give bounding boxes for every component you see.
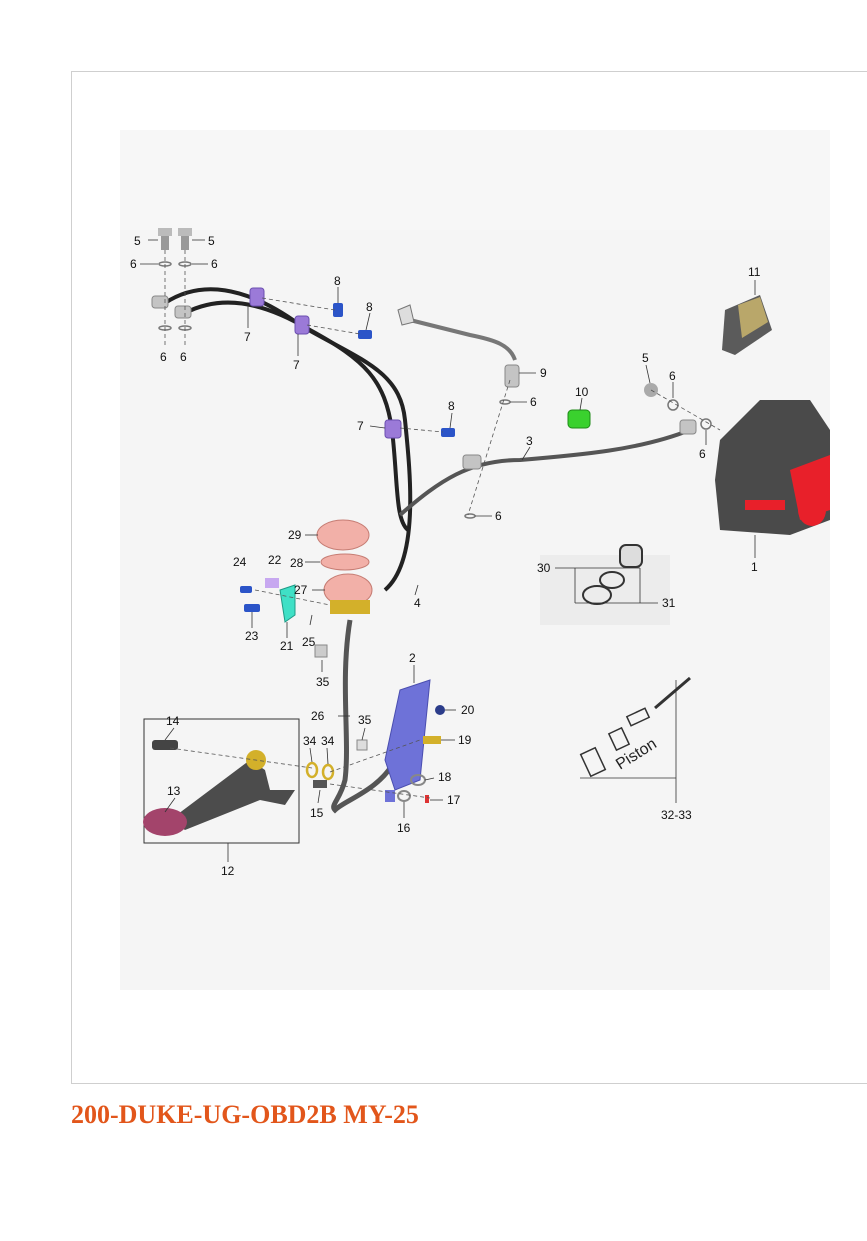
callout-6: 6 — [180, 350, 187, 364]
callout-34: 34 — [321, 734, 335, 748]
brake-hose-3 — [398, 428, 691, 517]
master-cylinder-2 — [384, 679, 431, 802]
callout-11: 11 — [748, 265, 761, 279]
callout-1: 1 — [751, 560, 758, 574]
screw-23 — [244, 604, 260, 612]
caliper-inset-panel — [540, 555, 670, 625]
caliper-seal-kit — [582, 544, 643, 605]
callout-6: 6 — [669, 369, 676, 383]
bolt-15 — [313, 780, 327, 788]
callout-5: 5 — [208, 234, 215, 248]
pad-spring-10 — [567, 409, 591, 429]
callout-8: 8 — [366, 300, 373, 314]
pivot-bolt-14 — [152, 740, 178, 750]
callout-7: 7 — [293, 358, 300, 372]
reservoir-bracket-21 — [279, 584, 296, 623]
brake-caliper-1 — [715, 400, 830, 535]
brake-pad-11 — [722, 295, 772, 355]
clamp-35 — [314, 644, 328, 658]
callout-6: 6 — [530, 395, 537, 409]
reservoir-cap-29 — [316, 519, 370, 551]
washer-16 — [397, 790, 411, 802]
callout-17: 17 — [447, 793, 461, 807]
callout-23: 23 — [245, 629, 259, 643]
banjo-fitting — [151, 295, 697, 470]
callouts: 1 2 3 4 5 5 5 6 6 6 6 6 6 6 6 7 7 7 8 8 … — [130, 234, 761, 878]
callout-19: 19 — [458, 733, 472, 747]
callout-14: 14 — [166, 714, 180, 728]
callout-26: 26 — [311, 709, 325, 723]
hose-end-fitting — [397, 304, 415, 326]
pin-17 — [425, 795, 429, 803]
callout-13: 13 — [167, 784, 181, 798]
callout-7: 7 — [357, 419, 364, 433]
callout-34: 34 — [303, 734, 317, 748]
callout-35: 35 — [316, 675, 330, 689]
leader-lines — [140, 239, 756, 862]
callout-8: 8 — [334, 274, 341, 288]
hose-clip-7 — [249, 287, 402, 439]
callout-35: 35 — [358, 713, 372, 727]
reservoir-27 — [323, 573, 373, 614]
brake-line-9 — [409, 318, 517, 361]
clip-22 — [265, 578, 279, 588]
pedal-group-box — [143, 718, 300, 844]
callout-18: 18 — [438, 770, 452, 784]
callout-5: 5 — [134, 234, 141, 248]
screw-8 — [333, 303, 455, 437]
brake-hose-4 — [163, 287, 413, 592]
diagram-panel — [120, 130, 830, 230]
diagram-panel — [120, 230, 830, 990]
callout-20: 20 — [461, 703, 475, 717]
callout-6: 6 — [130, 257, 137, 271]
page-title: 200-DUKE-UG-OBD2B MY-25 — [71, 1100, 419, 1129]
callout-32-33: 32-33 — [661, 808, 692, 822]
callout-6: 6 — [495, 509, 502, 523]
washer-34 — [305, 761, 335, 781]
clamp-35b — [356, 739, 368, 751]
callout-25: 25 — [302, 635, 316, 649]
plug-20 — [435, 705, 445, 715]
callout-24: 24 — [233, 555, 247, 569]
callout-6: 6 — [160, 350, 167, 364]
callout-7: 7 — [244, 330, 251, 344]
screw-24 — [240, 586, 252, 593]
callout-3: 3 — [526, 434, 533, 448]
callout-15: 15 — [310, 806, 324, 820]
callout-21: 21 — [280, 639, 294, 653]
callout-16: 16 — [397, 821, 411, 835]
callout-22: 22 — [268, 553, 282, 567]
piston-kit-32-33 — [579, 676, 691, 778]
callout-4: 4 — [414, 596, 421, 610]
hose-26 — [331, 619, 398, 814]
callout-10: 10 — [575, 385, 589, 399]
callout-2: 2 — [409, 651, 416, 665]
callout-30: 30 — [537, 561, 551, 575]
callout-12: 12 — [221, 864, 235, 878]
callout-27: 27 — [294, 583, 308, 597]
diaphragm-28 — [320, 553, 370, 571]
banjo-19 — [423, 736, 441, 744]
callout-31: 31 — [662, 596, 676, 610]
callout-8: 8 — [448, 399, 455, 413]
callout-6: 6 — [211, 257, 218, 271]
callout-29: 29 — [288, 528, 302, 542]
callout-9: 9 — [540, 366, 547, 380]
callout-28: 28 — [290, 556, 304, 570]
assembly-lines — [164, 250, 721, 799]
callout-5: 5 — [642, 351, 649, 365]
callout-6: 6 — [699, 447, 706, 461]
